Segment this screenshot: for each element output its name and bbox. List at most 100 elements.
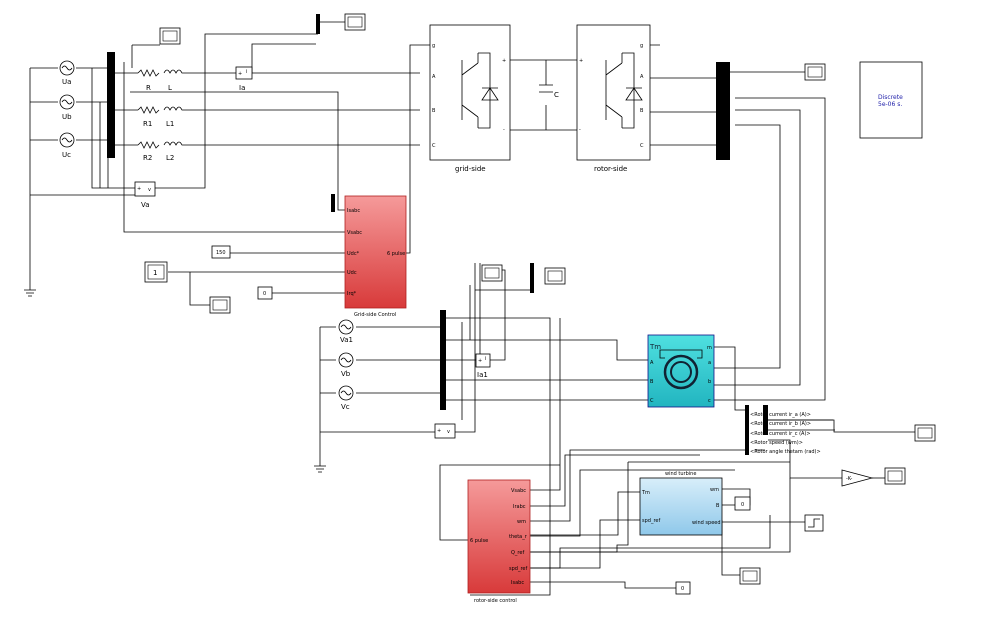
wt-title: wind turbine <box>665 471 696 477</box>
source-ua[interactable]: Ua <box>59 60 75 86</box>
gsc-out-pulse: 6 pulse <box>387 251 405 257</box>
wt-port-tm: Tm <box>641 490 650 496</box>
scope-icon[interactable] <box>884 467 906 485</box>
im-port-rc: c <box>708 398 711 404</box>
rsc-in-spdref: spd_ref <box>509 566 527 572</box>
scope-icon[interactable] <box>544 267 566 285</box>
ia1-label: Ia1 <box>477 371 488 379</box>
im-port-a: A <box>650 360 654 366</box>
induction-machine[interactable]: Tm A B C m a b c <box>647 334 715 408</box>
powergui-solver[interactable]: Discrete 5e-06 s. <box>859 61 923 139</box>
rs-port-a: A <box>640 74 644 80</box>
source-ub-label: Ub <box>62 113 72 121</box>
im-port-rb: b <box>708 379 711 385</box>
va-plus: + <box>137 186 141 192</box>
im-port-tm: Tm <box>649 343 661 351</box>
rs-port-c: C <box>640 143 644 149</box>
source-vb-label: Vb <box>341 370 351 378</box>
ia-plus: + <box>238 71 242 77</box>
gs-port-b: B <box>432 108 436 114</box>
scope-icon[interactable] <box>159 27 181 45</box>
voltage-meas-va[interactable]: + v Va <box>134 181 156 209</box>
wind-turbine-block[interactable]: wind turbine Tm spd_ref wm B wind speed <box>639 471 723 536</box>
current-meas-ia1[interactable]: + i Ia1 <box>475 353 491 379</box>
rl-r1-label: R1 <box>143 120 152 128</box>
source-va1[interactable]: Va1 <box>338 319 354 344</box>
rotor-side-label: rotor-side <box>594 165 627 173</box>
bus-signal-3: <Rotor speed (wm)> <box>750 440 803 446</box>
rs-port-g: g <box>640 43 643 49</box>
const-1-text: 1 <box>153 269 157 277</box>
constant-150[interactable]: 150 <box>211 245 231 259</box>
constant-0-c[interactable]: 0 <box>675 581 691 595</box>
rl-l2-label: L2 <box>166 154 174 162</box>
dc-capacitor[interactable]: C <box>539 84 559 99</box>
rsc-in-vsabc: Vsabc <box>511 488 526 494</box>
source-uc-label: Uc <box>62 151 71 159</box>
gs-dc-minus: - <box>503 127 505 133</box>
source-vc[interactable]: Vc <box>338 385 354 411</box>
const-0b-text: 0 <box>741 502 744 508</box>
v2-sym: v <box>447 429 450 435</box>
capacitor-label: C <box>554 91 559 99</box>
scope-icon[interactable] <box>209 296 231 314</box>
voltage-meas-v2[interactable]: + v <box>434 423 456 439</box>
constant-0-a[interactable]: 0 <box>257 286 273 300</box>
gsc-in-vsabc: Vsabc <box>347 230 362 236</box>
rsc-in-wm: wm <box>517 519 526 525</box>
wt-port-wind: wind speed <box>692 520 721 526</box>
bus-selector[interactable] <box>745 405 749 455</box>
im-port-b: B <box>650 379 654 385</box>
constant-0-b[interactable]: 0 <box>734 496 751 511</box>
source-ub[interactable]: Ub <box>59 94 75 121</box>
solver-line2: 5e-06 s. <box>878 101 902 108</box>
rl-l-label: L <box>168 84 172 92</box>
solver-line1: Discrete <box>878 94 903 101</box>
ground-top <box>24 285 36 297</box>
scope-icon[interactable] <box>481 264 503 282</box>
rl-l1-label: L1 <box>166 120 174 128</box>
gsc-in-irq: Irq* <box>347 291 357 297</box>
scope-icon[interactable] <box>914 424 936 442</box>
wt-port-spd: spd_ref <box>642 518 660 524</box>
gsc-in-udc: Udc <box>347 270 357 276</box>
rl-branch-b[interactable]: R1 L1 <box>137 106 186 128</box>
bus-bar-2[interactable] <box>716 62 730 160</box>
gs-dc-plus: + <box>502 58 506 64</box>
mux-3[interactable] <box>530 263 534 293</box>
source-vb[interactable]: Vb <box>338 352 354 378</box>
mux-2[interactable] <box>331 194 335 212</box>
rotor-side-converter[interactable]: g A B C + - rotor-side <box>576 24 651 173</box>
constant-1[interactable]: 1 <box>144 261 168 283</box>
current-meas-ia[interactable]: + i Ia <box>235 66 253 92</box>
grid-side-control-block[interactable]: Isabc Vsabc Udc* Udc Irq* 6 pulse Grid-s… <box>344 195 407 318</box>
rsc-in-isabc: Isabc <box>511 580 524 586</box>
bus-signal-0: <Rotor current ir_a (A)> <box>750 412 811 418</box>
rotor-side-control-block[interactable]: Vsabc Irabc wm theta_r Q_ref spd_ref Isa… <box>467 479 531 604</box>
const-0c-text: 0 <box>681 586 684 592</box>
scope-icon[interactable] <box>804 63 826 81</box>
scope-icon[interactable] <box>739 567 761 585</box>
source-ua-label: Ua <box>62 78 71 86</box>
bus-bar-3[interactable] <box>440 310 446 410</box>
rl-branch-c[interactable]: R2 L2 <box>137 141 186 162</box>
step-block[interactable] <box>804 514 824 532</box>
im-port-ra: a <box>708 360 711 366</box>
grid-side-converter[interactable]: g A B C + - grid-side <box>429 24 511 173</box>
scope-icon[interactable] <box>344 13 366 31</box>
rs-port-b: B <box>640 108 644 114</box>
bus-signal-4: <Rotor angle thetam (rad)> <box>750 449 821 455</box>
rsc-out-pulse: 6 pulse <box>470 538 488 544</box>
source-uc[interactable]: Uc <box>59 132 75 159</box>
gs-port-a: A <box>432 74 436 80</box>
mux-1[interactable] <box>316 14 320 34</box>
bus-bar-1[interactable] <box>107 52 115 158</box>
bus-selector-2[interactable] <box>763 405 768 435</box>
gain-block[interactable]: -K- <box>841 469 874 487</box>
source-vc-label: Vc <box>341 403 350 411</box>
wt-port-wm: wm <box>710 487 719 493</box>
wires <box>29 21 915 596</box>
rl-branch-a[interactable]: R L <box>137 69 186 92</box>
const-150-text: 150 <box>216 250 226 256</box>
